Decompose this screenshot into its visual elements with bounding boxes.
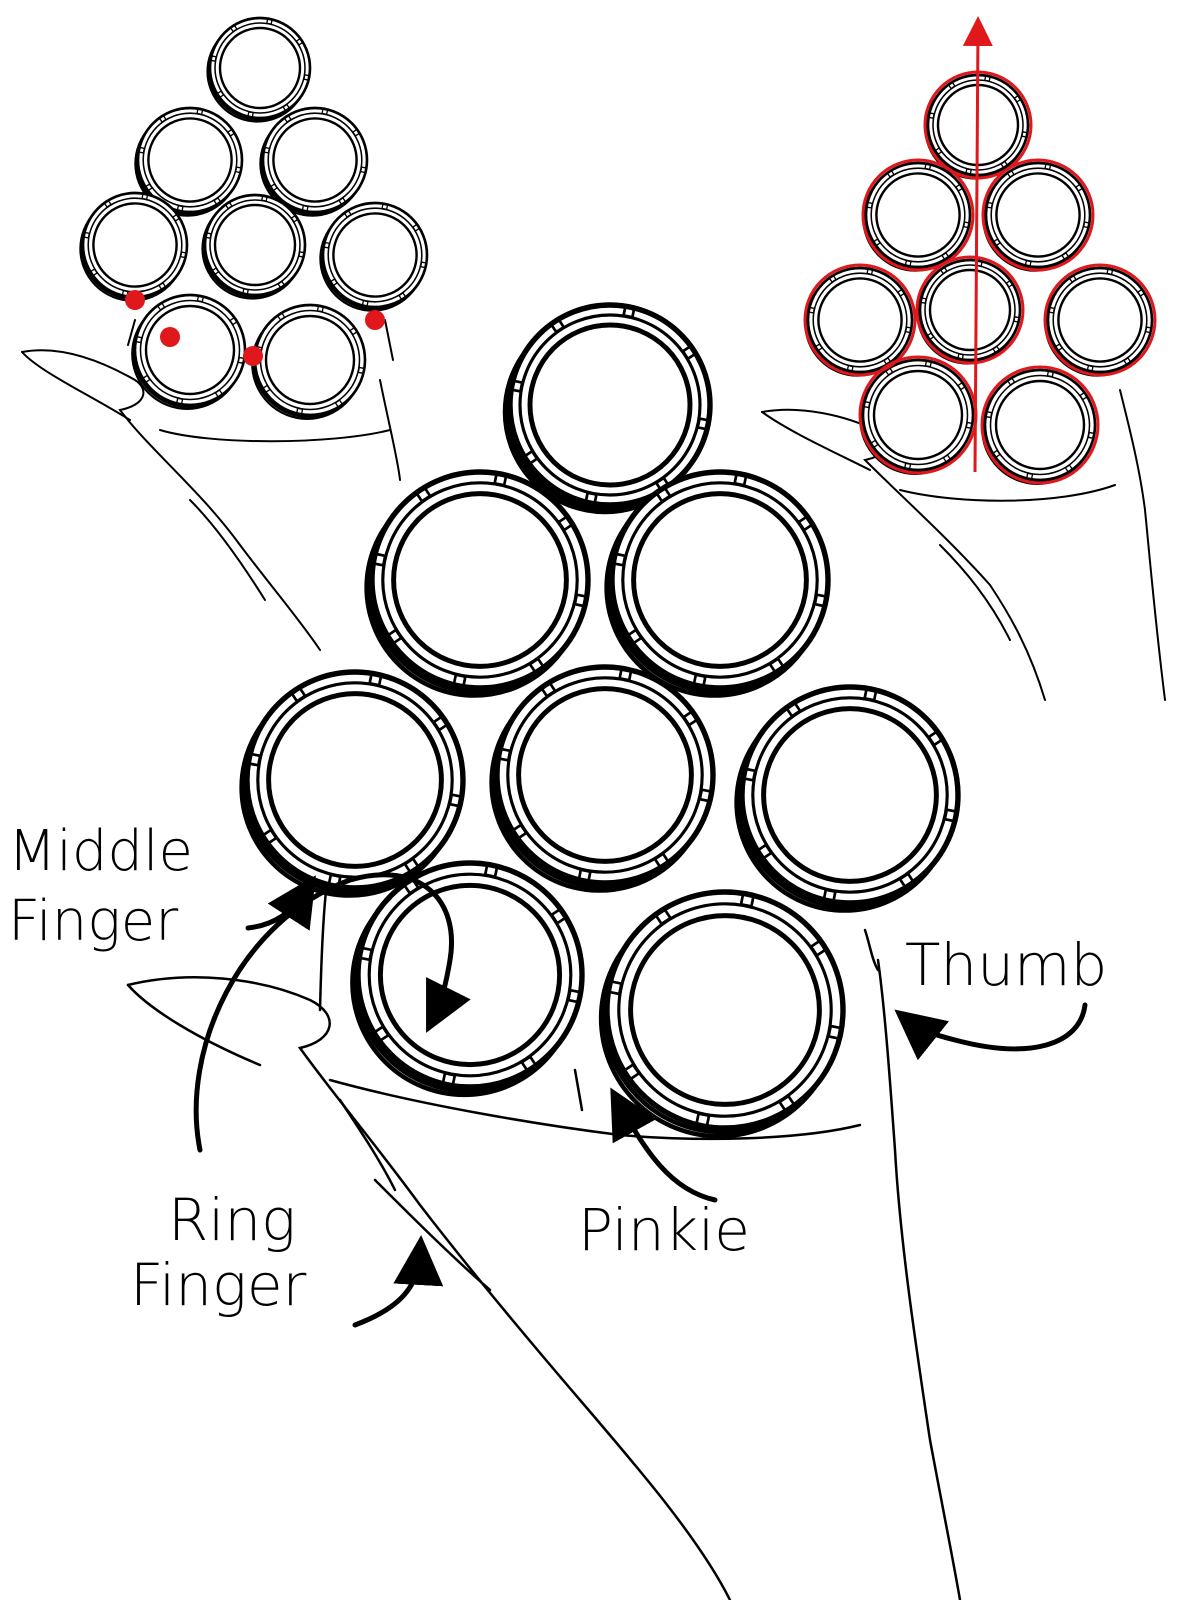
contact-points [125,290,385,366]
contact-point-2 [160,327,180,347]
label-ring-finger-line2: Finger [130,1251,307,1319]
chip-tr-8 [981,368,1097,485]
thumb-arrow [894,1002,1088,1061]
chip-outline-highlights [803,70,1157,485]
chip-tl-7 [131,293,247,410]
chip-tl-3 [259,106,369,217]
ring-finger-arrow-upper [193,872,471,1153]
chip-tl-4 [79,191,189,302]
middle-finger-arrow [245,875,316,931]
label-thumb: Thumb [905,931,1107,999]
chip-outline-4 [803,263,917,377]
chip-outline-8 [980,365,1100,485]
chip-stack-main [239,302,961,1139]
chip-tr-3 [982,161,1092,272]
chip-outline-5 [915,255,1025,365]
chip-tr-2 [862,161,972,272]
chip-outline-2 [861,158,975,272]
chip-main-3 [604,469,831,698]
contact-point-3 [243,346,263,366]
chip-main-8 [598,889,846,1139]
center-axis-arrow [962,16,993,473]
hand-top-left [21,319,401,651]
chip-tr-4 [804,266,914,377]
label-middle-finger-line2: Finger [8,889,178,954]
chip-outline-3 [981,158,1095,272]
pinkie-arrow [610,1087,718,1203]
chip-tl-1 [206,16,312,123]
ring-finger-arrow-lower [352,1235,444,1328]
chip-tr-5 [916,258,1022,365]
chip-main-2 [364,469,591,698]
chip-stack-top-right [804,73,1154,485]
hand-top-right [761,389,1166,701]
label-middle-finger-line1: Middle [8,819,193,884]
chip-main-4 [239,669,466,898]
chip-tl-2 [134,106,244,217]
chip-tl-8 [251,303,367,420]
chip-main-7 [350,860,585,1098]
contact-point-4 [365,310,385,330]
chip-outline-6 [1043,263,1157,377]
chip-stack-top-left [79,16,429,420]
chip-tl-5 [201,193,307,300]
label-pinkie: Pinkie [578,1196,750,1264]
chip-tr-6 [1044,266,1154,377]
label-ring-finger-line1: Ring [168,1186,296,1254]
hand-main [126,858,962,1602]
chip-main-1 [502,302,713,515]
chip-main-5 [489,664,716,893]
chip-tl-6 [319,201,429,312]
contact-point-1 [125,290,145,310]
chip-main-6 [734,684,961,913]
